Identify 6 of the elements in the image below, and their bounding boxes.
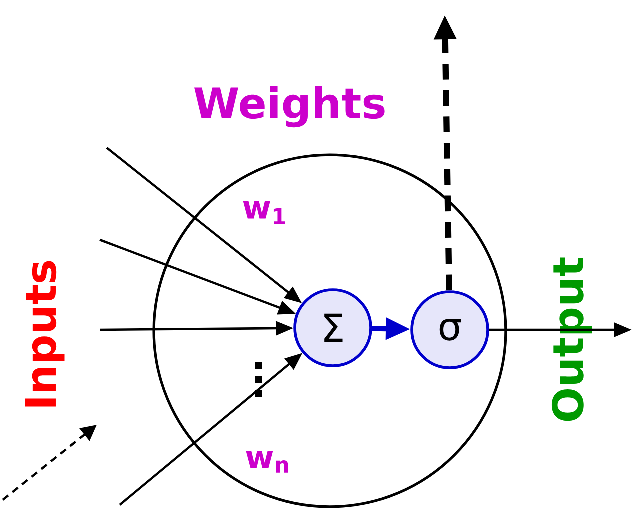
output-label: Output	[552, 258, 592, 422]
inputs-label: Inputs	[25, 261, 65, 407]
weight-label: w$_{n}$	[246, 451, 288, 473]
weights-heading: Weights	[194, 86, 385, 128]
neuron-circle	[152, 154, 508, 508]
weight-label: w$_{1}$	[243, 202, 286, 224]
